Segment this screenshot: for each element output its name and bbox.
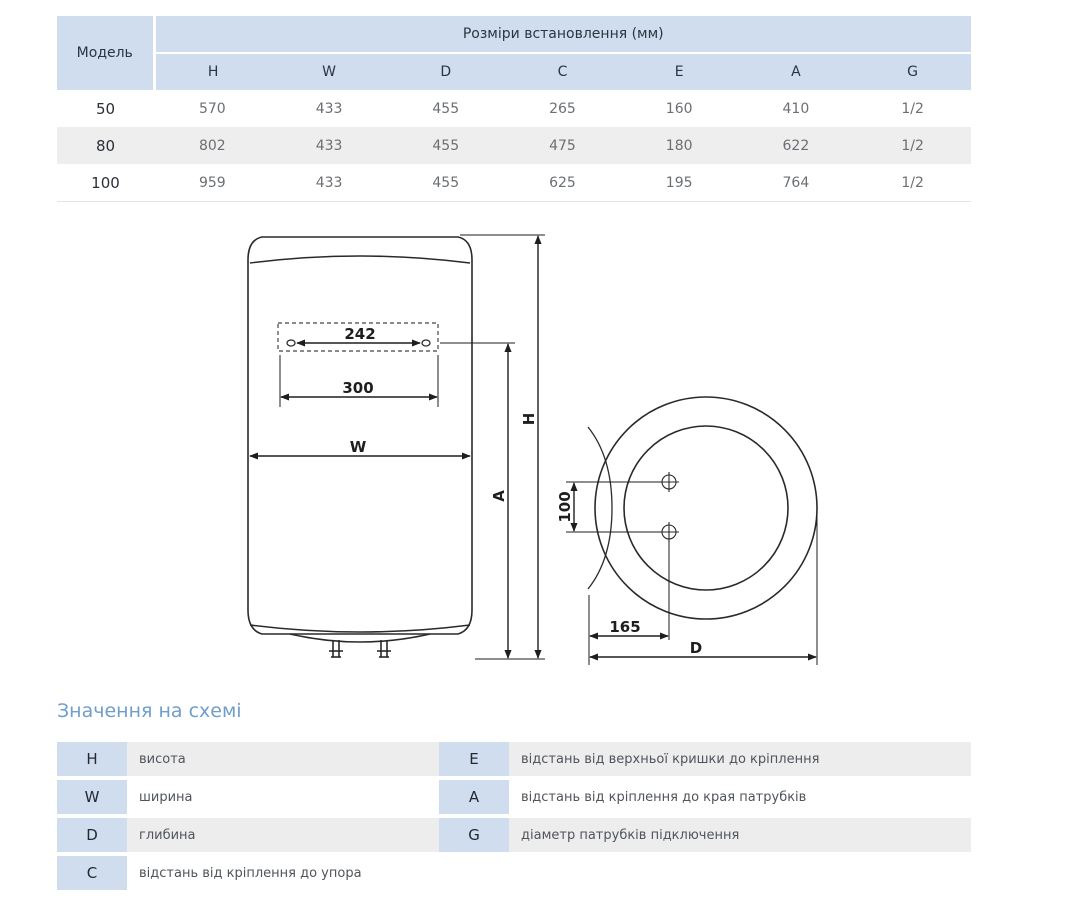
table-row: 80 802 433 455 475 180 622 1/2 bbox=[57, 127, 971, 164]
legend-key: W bbox=[57, 780, 127, 814]
model-column-header: Модель bbox=[57, 16, 156, 90]
dim-label-165: 165 bbox=[609, 618, 640, 636]
table-cell: 625 bbox=[504, 164, 621, 202]
table-cell: 1/2 bbox=[901, 100, 924, 117]
legend-row: H висота E відстань від верхньої кришки … bbox=[57, 742, 971, 776]
table-cell: 160 bbox=[665, 100, 693, 117]
legend-title: Значення на схемі bbox=[57, 700, 242, 722]
legend-value: відстань від верхньої кришки до кріпленн… bbox=[509, 742, 971, 776]
legend-key: G bbox=[439, 818, 509, 852]
legend-row: W ширина A відстань від кріплення до кра… bbox=[57, 780, 971, 814]
side-bracket bbox=[587, 426, 613, 590]
tank-front-view bbox=[247, 236, 473, 658]
table-cell: 433 bbox=[315, 100, 343, 117]
tank-inner-circle bbox=[623, 425, 789, 591]
installation-dimensions-table: Модель Розміри встановлення (мм) H W D C… bbox=[57, 16, 971, 202]
boiler-dimension-drawing: 242 300 W H A 100 165 D bbox=[247, 234, 818, 665]
column-header-g: G bbox=[854, 52, 971, 90]
table-cell: 410 bbox=[782, 100, 810, 117]
mounting-bracket bbox=[277, 322, 439, 352]
table-cell: 1/2 bbox=[854, 127, 971, 164]
dim-label-300: 300 bbox=[342, 379, 373, 397]
dim-label-a: A bbox=[490, 490, 508, 502]
legend-key: H bbox=[57, 742, 127, 776]
pipe-right bbox=[377, 640, 391, 658]
table-cell: 265 bbox=[549, 100, 576, 117]
legend-value: ширина bbox=[139, 789, 193, 805]
dim-label-d: D bbox=[690, 639, 702, 657]
table-cell: 622 bbox=[737, 127, 855, 164]
legend-key: A bbox=[439, 780, 509, 814]
legend-value: відстань від кріплення до упора bbox=[139, 865, 362, 881]
table-cell: 570 bbox=[198, 100, 226, 117]
dim-label-h: H bbox=[520, 413, 538, 426]
tank-bottom-cover bbox=[289, 633, 431, 643]
column-header-w: W bbox=[270, 52, 388, 90]
dim-label-w: W bbox=[350, 438, 367, 456]
table-cell: 959 bbox=[154, 164, 271, 202]
column-header-e: E bbox=[620, 52, 738, 90]
table-cell: 802 bbox=[154, 127, 271, 164]
table-cell: 455 bbox=[387, 127, 505, 164]
legend-row: C відстань від кріплення до упора bbox=[57, 856, 971, 890]
pipe-left bbox=[329, 640, 343, 658]
legend-value: діаметр патрубків підключення bbox=[509, 818, 971, 852]
tank-bottom-band bbox=[249, 624, 471, 633]
legend-value: глибина bbox=[127, 818, 439, 852]
legend-key: C bbox=[57, 856, 127, 890]
tank-top-band bbox=[249, 255, 471, 264]
table-cell: 195 bbox=[620, 164, 738, 202]
tank-body bbox=[247, 236, 473, 635]
table-cell: 1/2 bbox=[854, 164, 971, 202]
table-row: 100 959 433 455 625 195 764 1/2 bbox=[57, 164, 971, 202]
dim-label-242: 242 bbox=[344, 325, 375, 343]
model-cell: 50 bbox=[95, 99, 116, 118]
dim-label-100: 100 bbox=[556, 491, 574, 522]
tank-side-view bbox=[587, 396, 818, 620]
table-cell: 433 bbox=[270, 164, 388, 202]
model-cell: 100 bbox=[57, 164, 154, 202]
model-cell: 80 bbox=[57, 127, 154, 164]
table-cell: 180 bbox=[620, 127, 738, 164]
tank-outer-circle bbox=[594, 396, 818, 620]
table-cell: 455 bbox=[387, 164, 505, 202]
legend-table: H висота E відстань від верхньої кришки … bbox=[57, 738, 971, 894]
table-row: 50 570 433 455 265 160 410 1/2 bbox=[57, 90, 971, 127]
table-cell: 455 bbox=[432, 100, 460, 117]
table-cell: 475 bbox=[504, 127, 621, 164]
table-cell: 764 bbox=[737, 164, 855, 202]
legend-value: висота bbox=[127, 742, 439, 776]
column-header-a: A bbox=[737, 52, 855, 90]
legend-key: D bbox=[57, 818, 127, 852]
table-cell: 433 bbox=[270, 127, 388, 164]
column-header-c: C bbox=[504, 52, 621, 90]
bracket-holes bbox=[286, 339, 431, 347]
column-header-h: H bbox=[154, 52, 271, 90]
group-header: Розміри встановлення (мм) bbox=[154, 16, 971, 53]
legend-value: відстань від кріплення до края патрубків bbox=[521, 789, 807, 805]
column-header-d: D bbox=[387, 52, 505, 90]
legend-row: D глибина G діаметр патрубків підключенн… bbox=[57, 818, 971, 852]
legend-key: E bbox=[439, 742, 509, 776]
